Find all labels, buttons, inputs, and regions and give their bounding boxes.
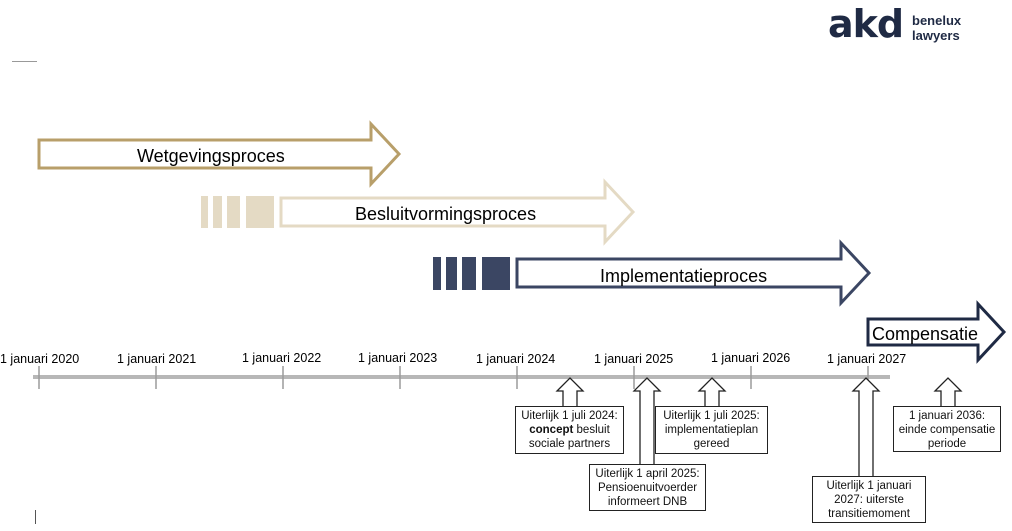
besluitvorming-arrow xyxy=(279,178,636,246)
m3-line3: gereed xyxy=(693,438,730,450)
m4-line3: transitiemoment xyxy=(828,508,910,520)
m1-line3: sociale partners xyxy=(528,438,611,450)
year-label-2026: 1 januari 2026 xyxy=(711,351,790,365)
implementatie-label: Implementatieproces xyxy=(600,266,767,286)
m4-line2: 2027: uiterste xyxy=(834,494,904,506)
m5-line1: 1 januari 2036: xyxy=(908,410,986,422)
m1-line2: concept besluit xyxy=(519,423,620,437)
m2-line1: Uiterlijk 1 april 2025: xyxy=(595,468,700,480)
milestone-note-jul-2024: Uiterlijk 1 juli 2024: concept besluit s… xyxy=(515,406,624,454)
m3-line1: Uiterlijk 1 juli 2025: xyxy=(663,410,760,422)
m4-line1: Uiterlijk 1 januari xyxy=(826,480,912,492)
milestone-note-jan-2027: Uiterlijk 1 januari 2027: uiterste trans… xyxy=(812,476,926,523)
milestone-pointer-apr-2025 xyxy=(632,377,662,466)
implementatie-lead-block-3 xyxy=(462,257,476,290)
milestone-pointer-jul-2025 xyxy=(697,377,727,408)
implementatie-lead-block-2 xyxy=(446,257,457,290)
compensatie-arrow xyxy=(866,300,1007,364)
milestone-note-apr-2025: Uiterlijk 1 april 2025: Pensioenuitvoerd… xyxy=(589,464,706,511)
m2-line3: informeert DNB xyxy=(607,496,688,508)
m3-line2: implementatieplan xyxy=(664,424,759,436)
compensatie-label: Compensatie xyxy=(872,324,978,344)
year-label-2020: 1 januari 2020 xyxy=(0,352,79,366)
akd-logo-mark: akd xyxy=(828,2,904,46)
milestone-pointer-jan-2027 xyxy=(851,377,881,478)
year-label-2022: 1 januari 2022 xyxy=(242,351,321,365)
year-label-2021: 1 januari 2021 xyxy=(117,352,196,366)
m5-line2: einde compensatie xyxy=(898,424,996,436)
m2-line2: Pensioenuitvoerder xyxy=(597,482,698,494)
milestone-note-2036: 1 januari 2036: einde compensatie period… xyxy=(893,406,1001,452)
milestone-note-jul-2025: Uiterlijk 1 juli 2025: implementatieplan… xyxy=(655,406,768,454)
implementatie-arrow xyxy=(515,239,872,307)
year-label-2024: 1 januari 2024 xyxy=(476,352,555,366)
wetgeving-label: Wetgevingsproces xyxy=(137,146,285,166)
year-label-2027: 1 januari 2027 xyxy=(827,352,906,366)
m1-line1: Uiterlijk 1 juli 2024: xyxy=(521,410,618,422)
milestone-pointer-jul-2024 xyxy=(555,377,585,408)
year-label-2025: 1 januari 2025 xyxy=(594,352,673,366)
bottom-left-tick xyxy=(35,510,36,524)
milestone-pointer-2036 xyxy=(933,377,963,408)
besluit-lead-block-2 xyxy=(213,196,222,228)
besluit-lead-block-1 xyxy=(201,196,208,228)
implementatie-lead-block-4 xyxy=(482,257,510,290)
m5-line3: periode xyxy=(927,438,967,450)
wetgeving-arrow xyxy=(37,120,402,188)
m1-line2-rest: besluit xyxy=(573,424,610,436)
implementatie-lead-block-1 xyxy=(433,257,441,290)
year-label-2023: 1 januari 2023 xyxy=(358,351,437,365)
logo-line-2: lawyers xyxy=(912,28,960,43)
m1-line2-bold: concept xyxy=(529,424,574,436)
logo-line-1: benelux xyxy=(912,13,962,28)
top-left-rule xyxy=(12,61,37,62)
akd-logo-text: benelux lawyers xyxy=(912,13,961,43)
besluit-lead-block-3 xyxy=(227,196,240,228)
besluit-lead-block-4 xyxy=(246,196,274,228)
besluitvorming-label: Besluitvormingsproces xyxy=(355,204,536,224)
